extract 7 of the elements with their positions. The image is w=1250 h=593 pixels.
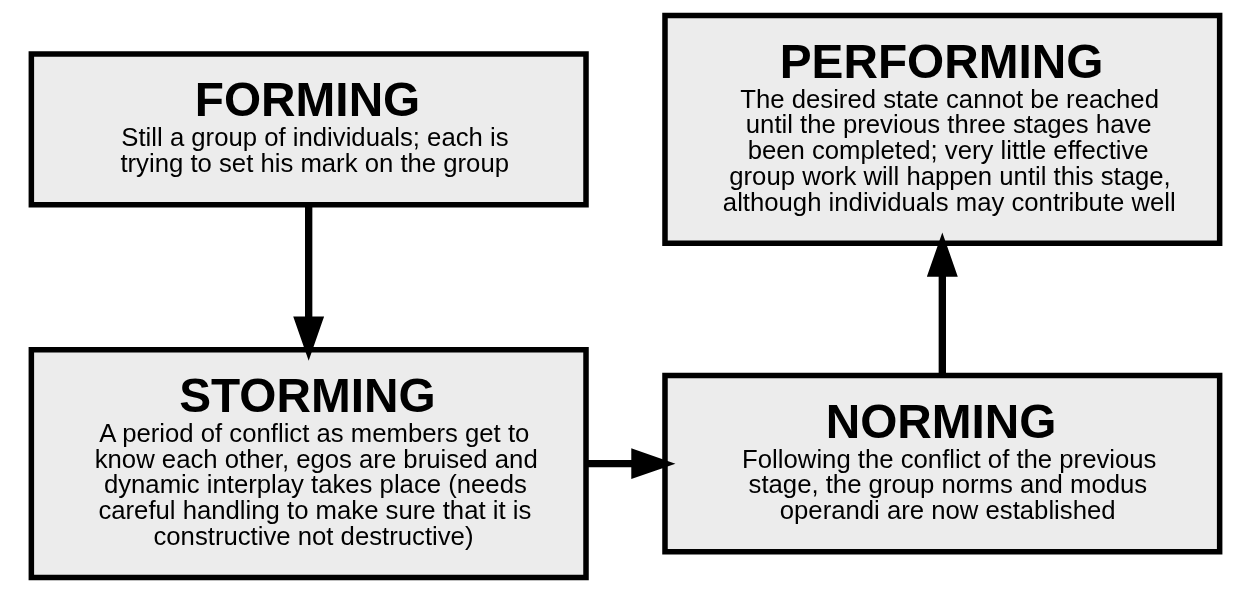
arrow [926,232,958,376]
node-box: FORMING Still a group of individuals; each is trying to set his mark on the group [28,51,589,208]
arrow [292,205,324,361]
node-box: PERFORMING The desired state cannot be reached until the previous three stages have been completed; very little effective group work will happen until this stage, although individuals may contribute well [661,12,1222,246]
node-box: STORMING A period of conflict as members get to know each other, egos are bruised and dynamic interplay takes place (needs careful handling to make sure that it is constructive not destructive) [28,347,589,581]
arrow [586,448,675,480]
node-box: NORMING Following the conflict of the previous stage, the group norms and modus operandi are now established [661,372,1222,555]
